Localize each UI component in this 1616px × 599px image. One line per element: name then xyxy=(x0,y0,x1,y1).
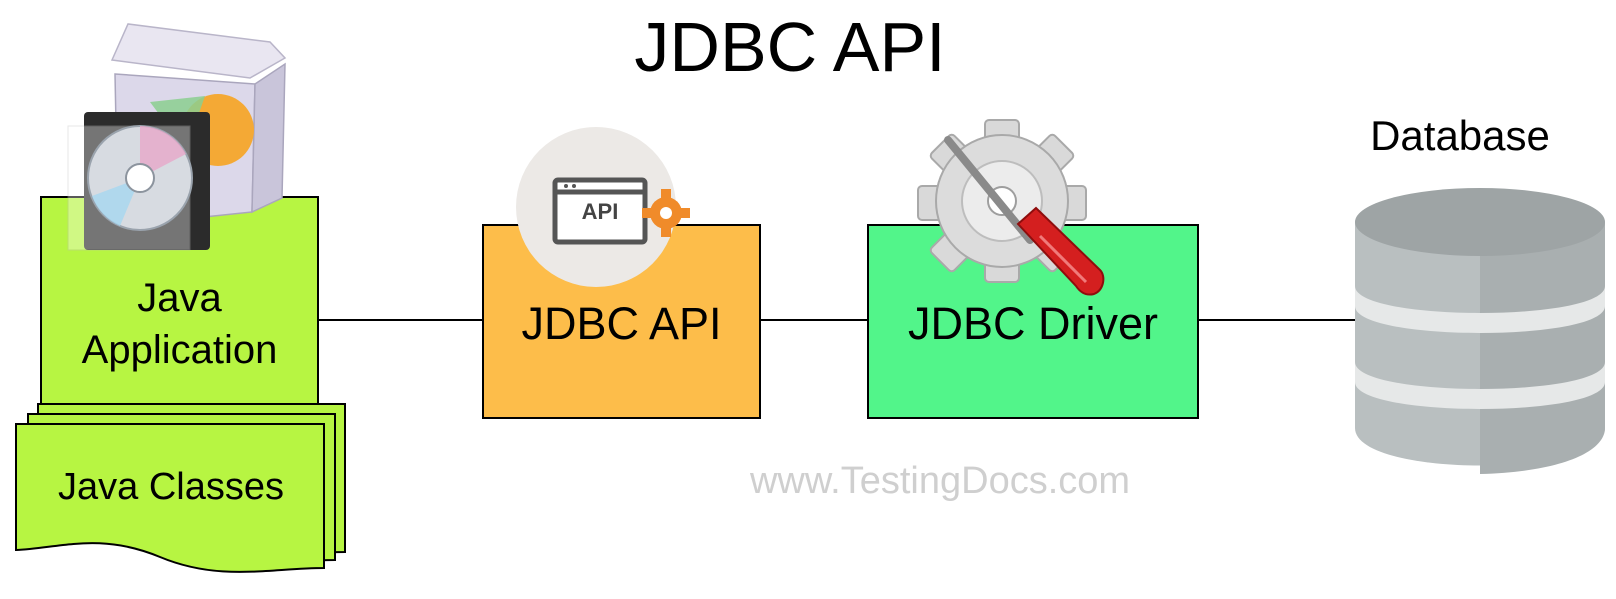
api-gear-icon xyxy=(516,127,690,287)
jdbc-api-label: JDBC API xyxy=(521,298,722,349)
java-app-label-line2: Application xyxy=(81,328,278,372)
java-classes-label: Java Classes xyxy=(58,466,284,508)
api-icon-text: API xyxy=(581,199,619,224)
database-label: Database xyxy=(1370,112,1550,159)
jdbc-driver-label: JDBC Driver xyxy=(907,298,1158,349)
database-icon xyxy=(1355,188,1605,474)
diagram-title: JDBC API xyxy=(634,8,946,86)
software-box-icon xyxy=(67,23,287,251)
java-app-label-line1: Java xyxy=(137,276,222,320)
gear-screwdriver-icon xyxy=(917,119,1105,296)
watermark-text: www.TestingDocs.com xyxy=(749,460,1131,502)
java-app-label: Java Application xyxy=(41,272,318,376)
java-classes-shape xyxy=(15,403,346,573)
